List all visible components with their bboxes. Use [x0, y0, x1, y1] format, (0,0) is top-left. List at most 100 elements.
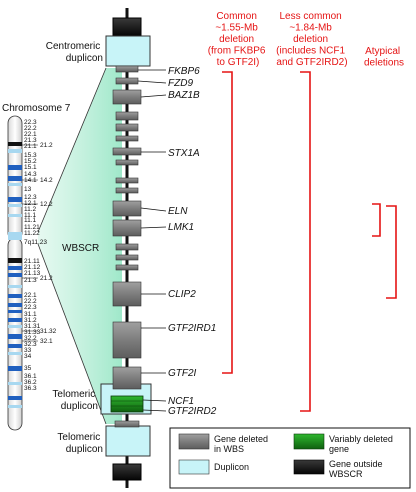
less-common-line3: deletion — [293, 34, 328, 45]
less-common-line1: Less common — [279, 11, 341, 22]
common-line3: deletion — [219, 34, 254, 45]
legend-box — [169, 427, 411, 489]
telomeric-duplicon-outer-label: Telomeric duplicon — [57, 432, 103, 455]
telomeric-outer-line2: duplicon — [66, 444, 103, 455]
gene-label-stx1a: STX1A — [168, 148, 200, 159]
band-label-right: 12.2 — [40, 201, 53, 208]
zoom-line-bottom — [37, 243, 107, 425]
legend-swatch-outside — [293, 459, 325, 475]
zoom-line-top — [37, 67, 107, 233]
zoom-fan — [38, 68, 122, 424]
gene-label-gtf2ird2: GTF2IRD2 — [168, 406, 217, 417]
gene-label-gtf2i: GTF2I — [168, 368, 197, 379]
legend-duplicon-label: Duplicon — [214, 462, 249, 472]
atypical-line2: deletions — [364, 58, 404, 69]
legend-swatch-variable — [293, 433, 325, 450]
centromeric-duplicon-label: Centromeric duplicon — [46, 41, 103, 64]
outside-gene-bottom — [112, 463, 142, 481]
band-leader-lines — [22, 144, 38, 342]
atypical-line1: Atypical — [365, 46, 400, 57]
legend-swatch-deleted — [178, 433, 210, 450]
legend-deleted-line2: in WBS — [214, 444, 244, 454]
atypical-deletion-bracket-2 — [386, 205, 397, 299]
band-label-right: 21.2 — [40, 275, 53, 282]
band-label-left: 22.2 — [24, 125, 37, 132]
common-line1: Common — [216, 11, 257, 22]
telomeric-duplicon-inner-label: Telomeric duplicon — [52, 389, 98, 412]
gene-block — [112, 219, 142, 237]
band-label-left: 22.1 — [24, 131, 37, 138]
gene-block — [112, 200, 142, 217]
duplicon-marker — [114, 420, 140, 428]
band-label-left: 35 — [24, 365, 32, 372]
band-label-left: 22.3 — [24, 119, 37, 126]
gene-label-baz1b: BAZ1B — [168, 90, 200, 101]
gene-block — [115, 123, 139, 132]
band-labels-right: 21.2 14.2 12.2 21.2 31.32 32.1 — [40, 142, 57, 345]
band-label-left: 22.2 — [24, 298, 37, 305]
band-label-left: 11.2 — [24, 206, 37, 213]
band-label-left: 31.1 — [24, 311, 37, 318]
gene-block — [112, 89, 142, 105]
legend-outside-line2: WBSCR — [329, 469, 363, 479]
gene-block — [115, 135, 139, 142]
gene-block — [115, 65, 139, 73]
legend-outside-line1: Gene outside — [329, 459, 383, 469]
band-label-left: 32.3 — [24, 341, 37, 348]
band-label-left: 21.1 — [24, 143, 37, 150]
band-label-left: 34 — [24, 353, 32, 360]
atypical-deletion-label: Atypical deletions — [364, 46, 404, 69]
band-label-left: 14.3 — [24, 171, 37, 178]
band-label-left: 31.2 — [24, 317, 37, 324]
band-label-left: 32.2 — [24, 335, 37, 342]
gene-label-ncf1: NCF1 — [168, 396, 194, 407]
telomeric-inner-line2: duplicon — [61, 401, 98, 412]
gene-block — [115, 177, 139, 184]
band-label-left: 15.2 — [24, 158, 37, 165]
band-label-right: 14.2 — [40, 177, 53, 184]
common-line2: ~1.55-Mb — [215, 23, 258, 34]
gene-block — [115, 159, 139, 166]
telomeric-duplicon-outer — [105, 425, 151, 457]
less-common-line4: (includes NCF1 — [276, 46, 345, 57]
common-line5: to GTF2I) — [217, 57, 260, 68]
gene-block — [115, 111, 139, 121]
band-label-left: 21.3 — [24, 137, 37, 144]
legend-variable-label: Variably deleted gene — [329, 434, 395, 454]
band-label-right: 21.2 — [40, 142, 53, 149]
gene-block — [115, 264, 139, 271]
band-label-right: 31.32 — [40, 328, 57, 335]
band-label-left: 11.22 — [24, 230, 40, 237]
atypical-deletion-bracket-1 — [372, 203, 381, 237]
less-common-deletion-label: Less common ~1.84-Mb deletion (includes … — [276, 11, 348, 68]
common-deletion-bracket — [222, 71, 233, 374]
gene-label-clip2: CLIP2 — [168, 289, 196, 300]
gene-block — [115, 187, 139, 194]
legend-variable-line1: Variably deleted — [329, 434, 393, 444]
band-label-right: 32.1 — [40, 338, 53, 345]
gene-block — [112, 321, 142, 359]
band-label-left: 15.3 — [24, 152, 37, 159]
legend-outside-label: Gene outside WBSCR — [329, 459, 385, 479]
band-label-left: 36.1 — [24, 373, 37, 380]
band-label-left: 21.13 — [24, 270, 41, 277]
common-line4: (from FKBP6 — [208, 46, 266, 57]
legend-deleted-line1: Gene deleted — [214, 434, 268, 444]
band-label-left: 11.21 — [24, 224, 40, 231]
gene-block — [112, 147, 142, 156]
chromosome-title: Chromosome 7 — [2, 103, 71, 114]
gene-label-eln: ELN — [168, 206, 188, 217]
variably-deleted-gene — [110, 395, 144, 413]
gene-block — [112, 366, 142, 390]
gene-label-lmk1: LMK1 — [168, 222, 194, 233]
less-common-deletion-bracket — [300, 71, 311, 412]
band-label-left: 36.2 — [24, 379, 37, 386]
band-label-left: 21.11 — [24, 258, 40, 265]
band-label-left: 31.33 — [24, 329, 41, 336]
wbscr-label: WBSCR — [62, 243, 99, 254]
band-label-left: 31.31 — [24, 323, 41, 330]
legend: Gene deleted in WBS Duplicon Variably de… — [169, 427, 411, 489]
gene-label-fzd9: FZD9 — [168, 78, 193, 89]
band-labels-left: 22.322.222.121.321.115.315.215.114.314.1… — [24, 119, 47, 392]
band-label-left: 7q11.23 — [24, 239, 47, 246]
